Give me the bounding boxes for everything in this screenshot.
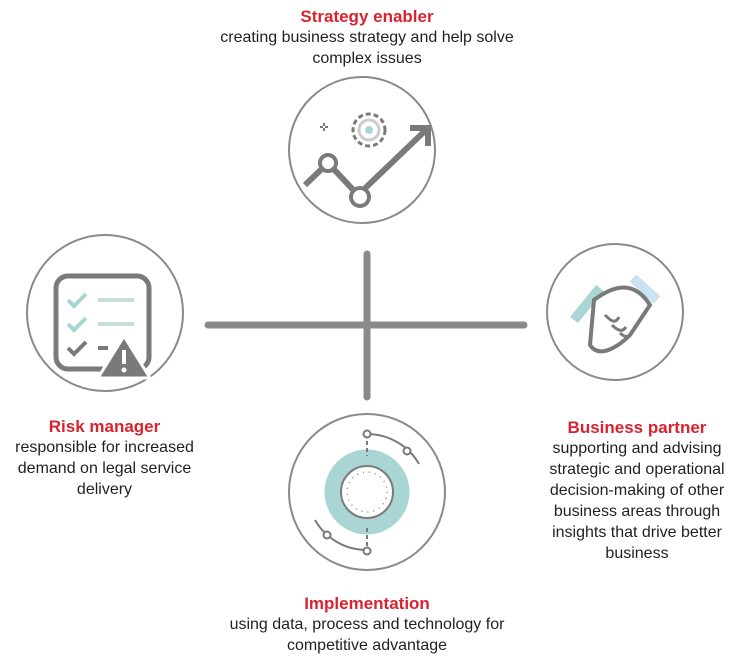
implementation-title: Implementation bbox=[304, 594, 430, 613]
checklist-warning-icon bbox=[26, 234, 184, 392]
growth-chart-gear-icon bbox=[288, 76, 436, 224]
implementation-desc: using data, process and technology for c… bbox=[229, 616, 505, 654]
strategy-enabler-desc: creating business strategy and help solv… bbox=[220, 29, 514, 67]
risk-manager-desc: responsible for increased demand on lega… bbox=[15, 439, 194, 498]
business-partner-block: Business partner supporting and advising… bbox=[537, 417, 737, 564]
business-partner-desc: supporting and advising strategic and op… bbox=[549, 440, 725, 562]
implementation-block: Implementation using data, process and t… bbox=[207, 593, 527, 656]
strategy-enabler-title: Strategy enabler bbox=[300, 7, 434, 26]
risk-manager-block: Risk manager responsible for increased d… bbox=[2, 416, 207, 500]
process-cycle-icon bbox=[288, 413, 446, 571]
risk-manager-title: Risk manager bbox=[48, 417, 161, 436]
handshake-icon bbox=[546, 243, 684, 381]
strategy-enabler-block: Strategy enabler creating business strat… bbox=[197, 6, 537, 69]
business-partner-title: Business partner bbox=[567, 418, 707, 437]
cross-divider bbox=[204, 250, 528, 401]
